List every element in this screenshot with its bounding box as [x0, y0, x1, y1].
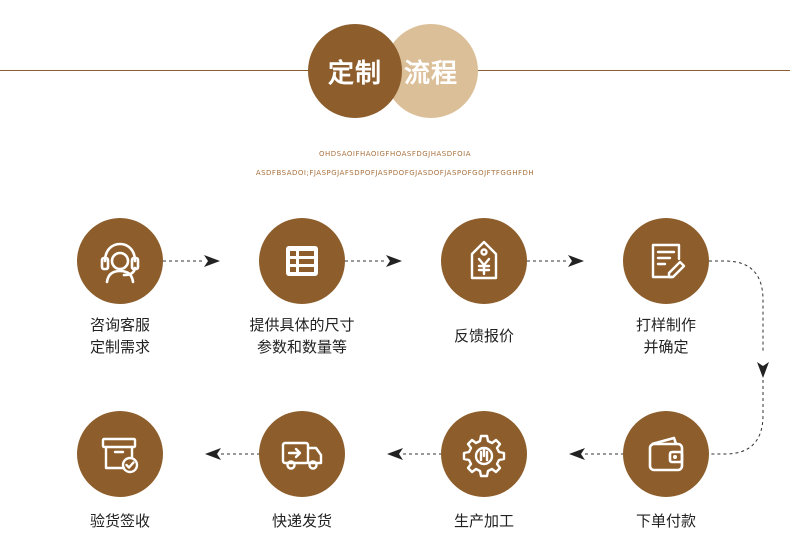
subtitle-line-1: OHDSAOIFHAOIGFHOASFDGJHASDFOIA	[318, 150, 472, 158]
step-5-payment	[623, 411, 709, 497]
step-2-line-2: 参数和数量等	[256, 338, 347, 356]
step-1-label: 咨询客服 定制需求	[35, 314, 205, 358]
step-3-label: 反馈报价	[399, 325, 569, 347]
step-4-sample	[623, 218, 709, 304]
step-2-label: 提供具体的尺寸 参数和数量等	[217, 314, 387, 358]
wallet-icon	[648, 436, 684, 472]
document-edit-icon	[651, 243, 686, 279]
step-3-quote	[441, 218, 527, 304]
step-3-line-1: 反馈报价	[453, 327, 514, 345]
delivery-truck-icon	[281, 441, 323, 470]
table-list-icon	[286, 246, 318, 276]
step-6-label: 生产加工	[399, 510, 569, 532]
step-7-label: 快递发货	[217, 510, 387, 532]
step-5-label: 下单付款	[581, 510, 751, 532]
step-8-receive	[77, 411, 163, 497]
customer-service-icon	[100, 242, 140, 284]
step-7-line-1: 快递发货	[271, 512, 332, 530]
step-4-line-1: 打样制作	[635, 316, 696, 334]
gear-production-icon	[462, 434, 506, 478]
step-5-line-1: 下单付款	[635, 512, 696, 530]
step-1-line-1: 咨询客服	[89, 316, 150, 334]
step-1-consult	[77, 218, 163, 304]
step-1-line-2: 定制需求	[89, 338, 150, 356]
price-tag-icon	[470, 240, 498, 280]
subtitle-line-2: ASDFBSADOI;FJASPGJAFSDPOFJASPDOFGJASDOFJ…	[255, 169, 535, 177]
title-part-1: 定制	[327, 58, 382, 89]
step-4-label: 打样制作 并确定	[581, 314, 751, 358]
title-divider-right	[472, 70, 790, 71]
title-circle-1: 定制	[308, 24, 402, 118]
step-2-provide-specs	[259, 218, 345, 304]
step-7-shipping	[259, 411, 345, 497]
step-6-production	[441, 411, 527, 497]
step-8-label: 验货签收	[35, 510, 205, 532]
step-8-line-1: 验货签收	[89, 512, 150, 530]
step-6-line-1: 生产加工	[453, 512, 514, 530]
step-4-line-2: 并确定	[643, 338, 689, 356]
title-part-2: 流程	[403, 58, 458, 89]
step-2-line-1: 提供具体的尺寸	[249, 316, 355, 334]
title-divider-left	[0, 70, 318, 71]
package-check-icon	[101, 437, 139, 474]
